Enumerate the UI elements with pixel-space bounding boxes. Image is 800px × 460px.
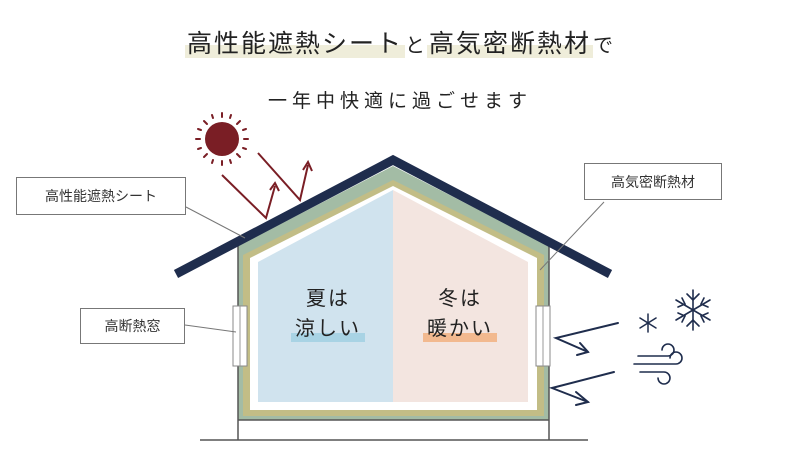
title-part1: 高性能遮熱シート — [184, 29, 405, 58]
summer-room-text: 夏は 涼しい — [280, 283, 376, 343]
summer-line1: 夏は — [306, 286, 350, 310]
label-insulation: 高気密断熱材 — [584, 163, 722, 200]
title-connector: と — [405, 33, 427, 57]
title-suffix: で — [593, 33, 616, 57]
cold-wind-arrows — [548, 322, 619, 406]
reflected-heat-arrows — [221, 152, 313, 220]
page-title: 高性能遮熱シートと高気密断熱材で — [0, 24, 800, 60]
title-part2: 高気密断熱材 — [427, 29, 594, 58]
winter-line1: 冬は — [438, 286, 482, 310]
summer-highlight — [291, 333, 365, 342]
leader-window — [184, 324, 237, 333]
window-right — [535, 305, 551, 367]
leader-sheet — [185, 206, 246, 239]
page-subtitle: 一年中快適に過ごせます — [267, 90, 532, 112]
winter-highlight — [423, 333, 497, 342]
label-window: 高断熱窓 — [80, 308, 185, 344]
house-structure — [200, 166, 588, 441]
winter-line2: 暖かい — [427, 316, 493, 340]
leader-insulation — [539, 201, 605, 271]
wind-icon — [633, 343, 683, 385]
sun-icon — [195, 112, 249, 166]
snowflake-icon — [675, 289, 711, 331]
roof — [173, 154, 613, 278]
window-left — [232, 305, 248, 367]
label-sheet: 高性能遮熱シート — [16, 177, 186, 215]
snowflake-small-icon — [639, 313, 657, 333]
winter-line2-wrap: 暖かい — [423, 313, 497, 343]
summer-line2: 涼しい — [295, 316, 361, 340]
winter-room-text: 冬は 暖かい — [412, 283, 508, 343]
summer-line2-wrap: 涼しい — [291, 313, 365, 343]
